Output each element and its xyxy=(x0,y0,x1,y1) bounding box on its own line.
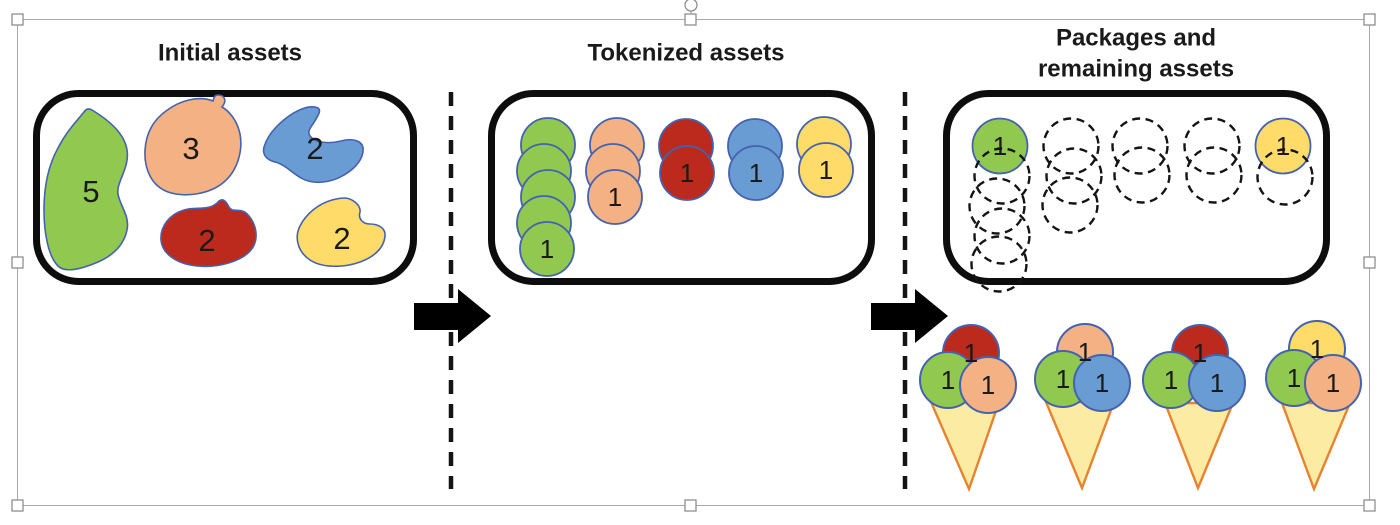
blob-value-orange: 3 xyxy=(182,131,199,166)
scoop-value-blue: 1 xyxy=(1210,368,1224,398)
scoop-value-green: 1 xyxy=(1287,363,1301,393)
selection-handle-top-center[interactable] xyxy=(684,13,697,26)
packaged-token-slot-orange xyxy=(1042,117,1100,175)
selection-handle-mid-right[interactable] xyxy=(1363,256,1376,269)
asset-column-yellow: 1 xyxy=(1254,117,1314,206)
cone-shape xyxy=(1280,401,1352,493)
remaining-token-green xyxy=(971,117,1029,175)
remaining-token-value-green: 1 xyxy=(993,131,1007,161)
selection-handle-top-right[interactable] xyxy=(1363,13,1376,26)
packaged-token-slot-orange xyxy=(1045,147,1103,205)
selection-handle-mid-left[interactable] xyxy=(11,256,24,269)
scoop-value-orange: 1 xyxy=(1326,368,1340,398)
scoop-blue xyxy=(1188,354,1246,412)
packaged-token-slot-blue xyxy=(1185,146,1243,204)
selection-handle-bottom-center[interactable] xyxy=(684,499,697,512)
scoop-value-green: 1 xyxy=(1056,364,1070,394)
cone-shape xyxy=(1044,400,1116,492)
token-value-red: 1 xyxy=(680,158,694,188)
blob-shape-blue xyxy=(262,106,364,184)
packaged-token-slot-green xyxy=(968,177,1026,235)
token-value-blue: 1 xyxy=(749,158,763,188)
asset-column-red xyxy=(1111,117,1171,204)
token-circle-blue xyxy=(728,145,784,201)
blob-shape-green xyxy=(43,108,129,271)
asset-column-green: 1 xyxy=(968,117,1031,293)
token-circle-green xyxy=(519,221,575,277)
cone-shape xyxy=(929,400,1001,493)
selection-handle-bottom-right[interactable] xyxy=(1363,499,1376,512)
asset-blob-green: 5 xyxy=(43,108,129,271)
blob-shape-orange xyxy=(144,94,242,196)
token-stack-orange: 1 xyxy=(585,117,645,225)
panel-title-tokenized-assets: Tokenized assets xyxy=(588,39,785,66)
blob-value-yellow: 2 xyxy=(333,221,350,256)
packaged-token-slot-green xyxy=(973,207,1031,265)
asset-column-blue xyxy=(1183,117,1243,204)
token-circle-yellow xyxy=(798,142,854,198)
packaged-token-slot-red xyxy=(1111,117,1169,175)
blob-shape-yellow xyxy=(296,197,386,268)
token-circle-red xyxy=(659,145,715,201)
packaged-token-slot-green xyxy=(973,147,1031,205)
remaining-token-yellow xyxy=(1254,117,1312,175)
flow-arrow-icon-1 xyxy=(414,289,491,343)
scoop-value-orange: 1 xyxy=(1078,337,1092,367)
scoop-orange xyxy=(1304,354,1362,412)
blob-value-red: 2 xyxy=(198,223,215,258)
tokenized-asset-stacks: 1 1 1 1 1 xyxy=(516,116,854,277)
remaining-token-value-yellow: 1 xyxy=(1276,131,1290,161)
packages-box xyxy=(943,90,1330,285)
packaged-token-slot-green xyxy=(970,235,1028,293)
asset-blob-red: 2 xyxy=(160,199,257,268)
panel-title-packages-line1: Packages and xyxy=(1056,24,1216,51)
blob-value-green: 5 xyxy=(82,174,99,209)
selection-handle-top-left[interactable] xyxy=(11,13,24,26)
selection-handle-bottom-left[interactable] xyxy=(11,499,24,512)
panel-title-initial-assets: Initial assets xyxy=(158,39,302,66)
scoop-orange xyxy=(959,356,1017,414)
scoop-value-green: 1 xyxy=(1164,365,1178,395)
panel-title-packages-line2: remaining assets xyxy=(1038,55,1234,82)
initial-assets-blobs: 5 3 2 2 2 xyxy=(43,94,386,271)
token-value-green: 1 xyxy=(540,234,554,264)
token-stack-yellow: 1 xyxy=(796,116,854,198)
token-stack-red: 1 xyxy=(658,118,715,201)
asset-column-orange xyxy=(1041,117,1103,234)
scoop-value-red: 1 xyxy=(1193,338,1207,368)
blob-shape-red xyxy=(160,199,257,268)
asset-blob-orange: 3 xyxy=(144,94,242,196)
packaged-token-slot-yellow xyxy=(1256,148,1314,206)
scoop-value-orange: 1 xyxy=(981,370,995,400)
cone-shape xyxy=(1163,401,1235,492)
scoop-value-yellow: 1 xyxy=(1310,334,1324,364)
scoop-value-blue: 1 xyxy=(1095,368,1109,398)
token-stack-green: 1 xyxy=(516,117,576,277)
flow-arrow-icon-2 xyxy=(871,289,948,343)
packaged-token-slot-red xyxy=(1113,146,1171,204)
scoop-blue xyxy=(1073,354,1131,412)
token-stack-blue: 1 xyxy=(727,118,784,201)
token-value-yellow: 1 xyxy=(819,155,833,185)
packaged-token-slot-orange xyxy=(1041,176,1099,234)
asset-blob-yellow: 2 xyxy=(296,197,386,268)
token-value-orange: 1 xyxy=(608,182,622,212)
selection-chrome xyxy=(11,0,1376,512)
packaged-token-slot-blue xyxy=(1183,117,1241,175)
rotate-handle-icon[interactable] xyxy=(684,0,698,12)
blob-value-blue: 2 xyxy=(306,131,323,166)
token-circle-orange xyxy=(587,169,643,225)
scoop-value-green: 1 xyxy=(941,365,955,395)
scoop-value-red: 1 xyxy=(964,338,978,368)
asset-blob-blue: 2 xyxy=(262,106,364,184)
